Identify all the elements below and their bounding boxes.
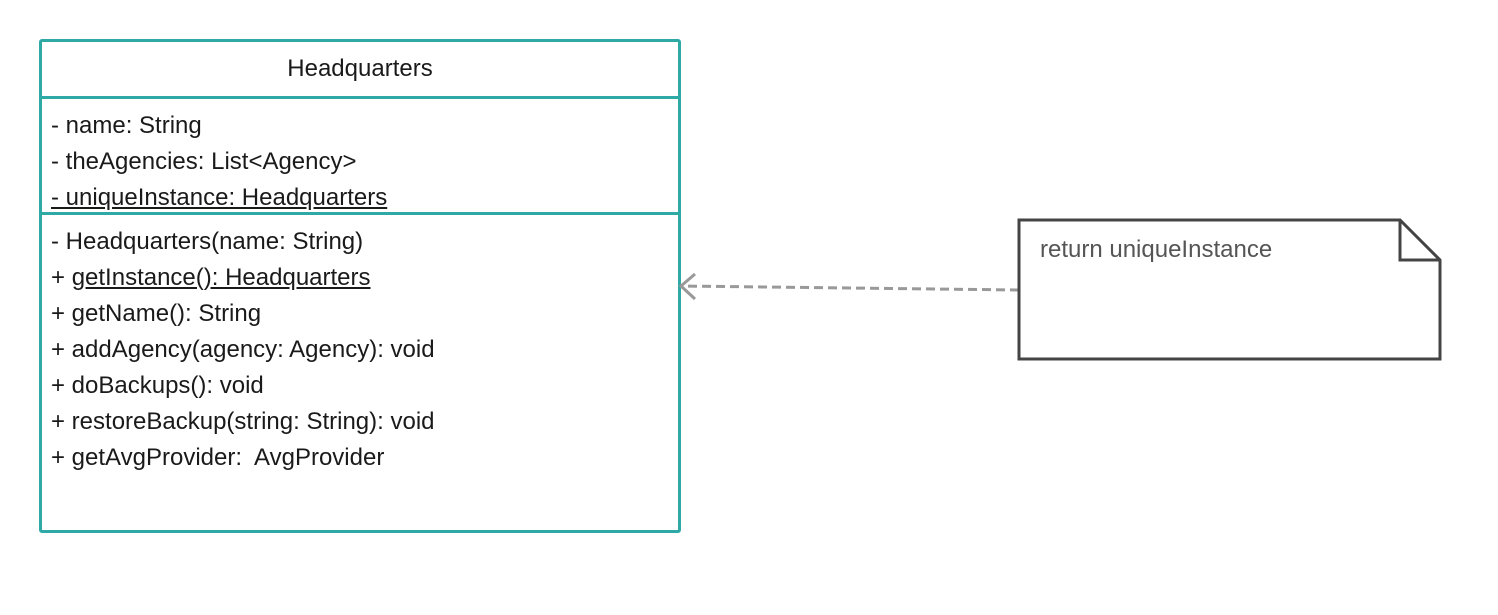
operation-get-instance: + getInstance(): Headquarters [51, 260, 678, 296]
note-shape[interactable] [1017, 218, 1442, 361]
operation-get-avg-provider: + getAvgProvider: AvgProvider [51, 444, 385, 471]
operation-add-agency: + addAgency(agency: Agency): void [51, 336, 435, 363]
operation-get-instance-signature: getInstance(): Headquarters [71, 264, 371, 291]
note-text: return uniqueInstance [1040, 236, 1273, 263]
attributes-compartment: - name: String - theAgencies: List<Agenc… [42, 99, 678, 215]
operation-get-name: + getName(): String [51, 300, 262, 327]
attribute-name: - name: String [51, 112, 202, 139]
operation-restore-backup: + restoreBackup(string: String): void [51, 408, 435, 435]
uml-class-headquarters[interactable]: Headquarters - name: String - theAgencie… [39, 39, 681, 533]
dashed-connector-line [680, 284, 1020, 292]
operation-constructor: - Headquarters(name: String) [51, 228, 364, 255]
class-name: Headquarters [42, 42, 678, 99]
operations-compartment: - Headquarters(name: String) + getInstan… [42, 215, 678, 476]
attribute-the-agencies: - theAgencies: List<Agency> [51, 148, 357, 175]
note-connector[interactable] [678, 272, 1020, 301]
operation-do-backups: + doBackups(): void [51, 372, 264, 399]
note-folded-corner-icon [1398, 220, 1440, 262]
operation-get-instance-prefix: + [51, 264, 72, 291]
open-arrowhead-icon [678, 272, 697, 301]
attribute-unique-instance: - uniqueInstance: Headquarters [51, 184, 388, 211]
